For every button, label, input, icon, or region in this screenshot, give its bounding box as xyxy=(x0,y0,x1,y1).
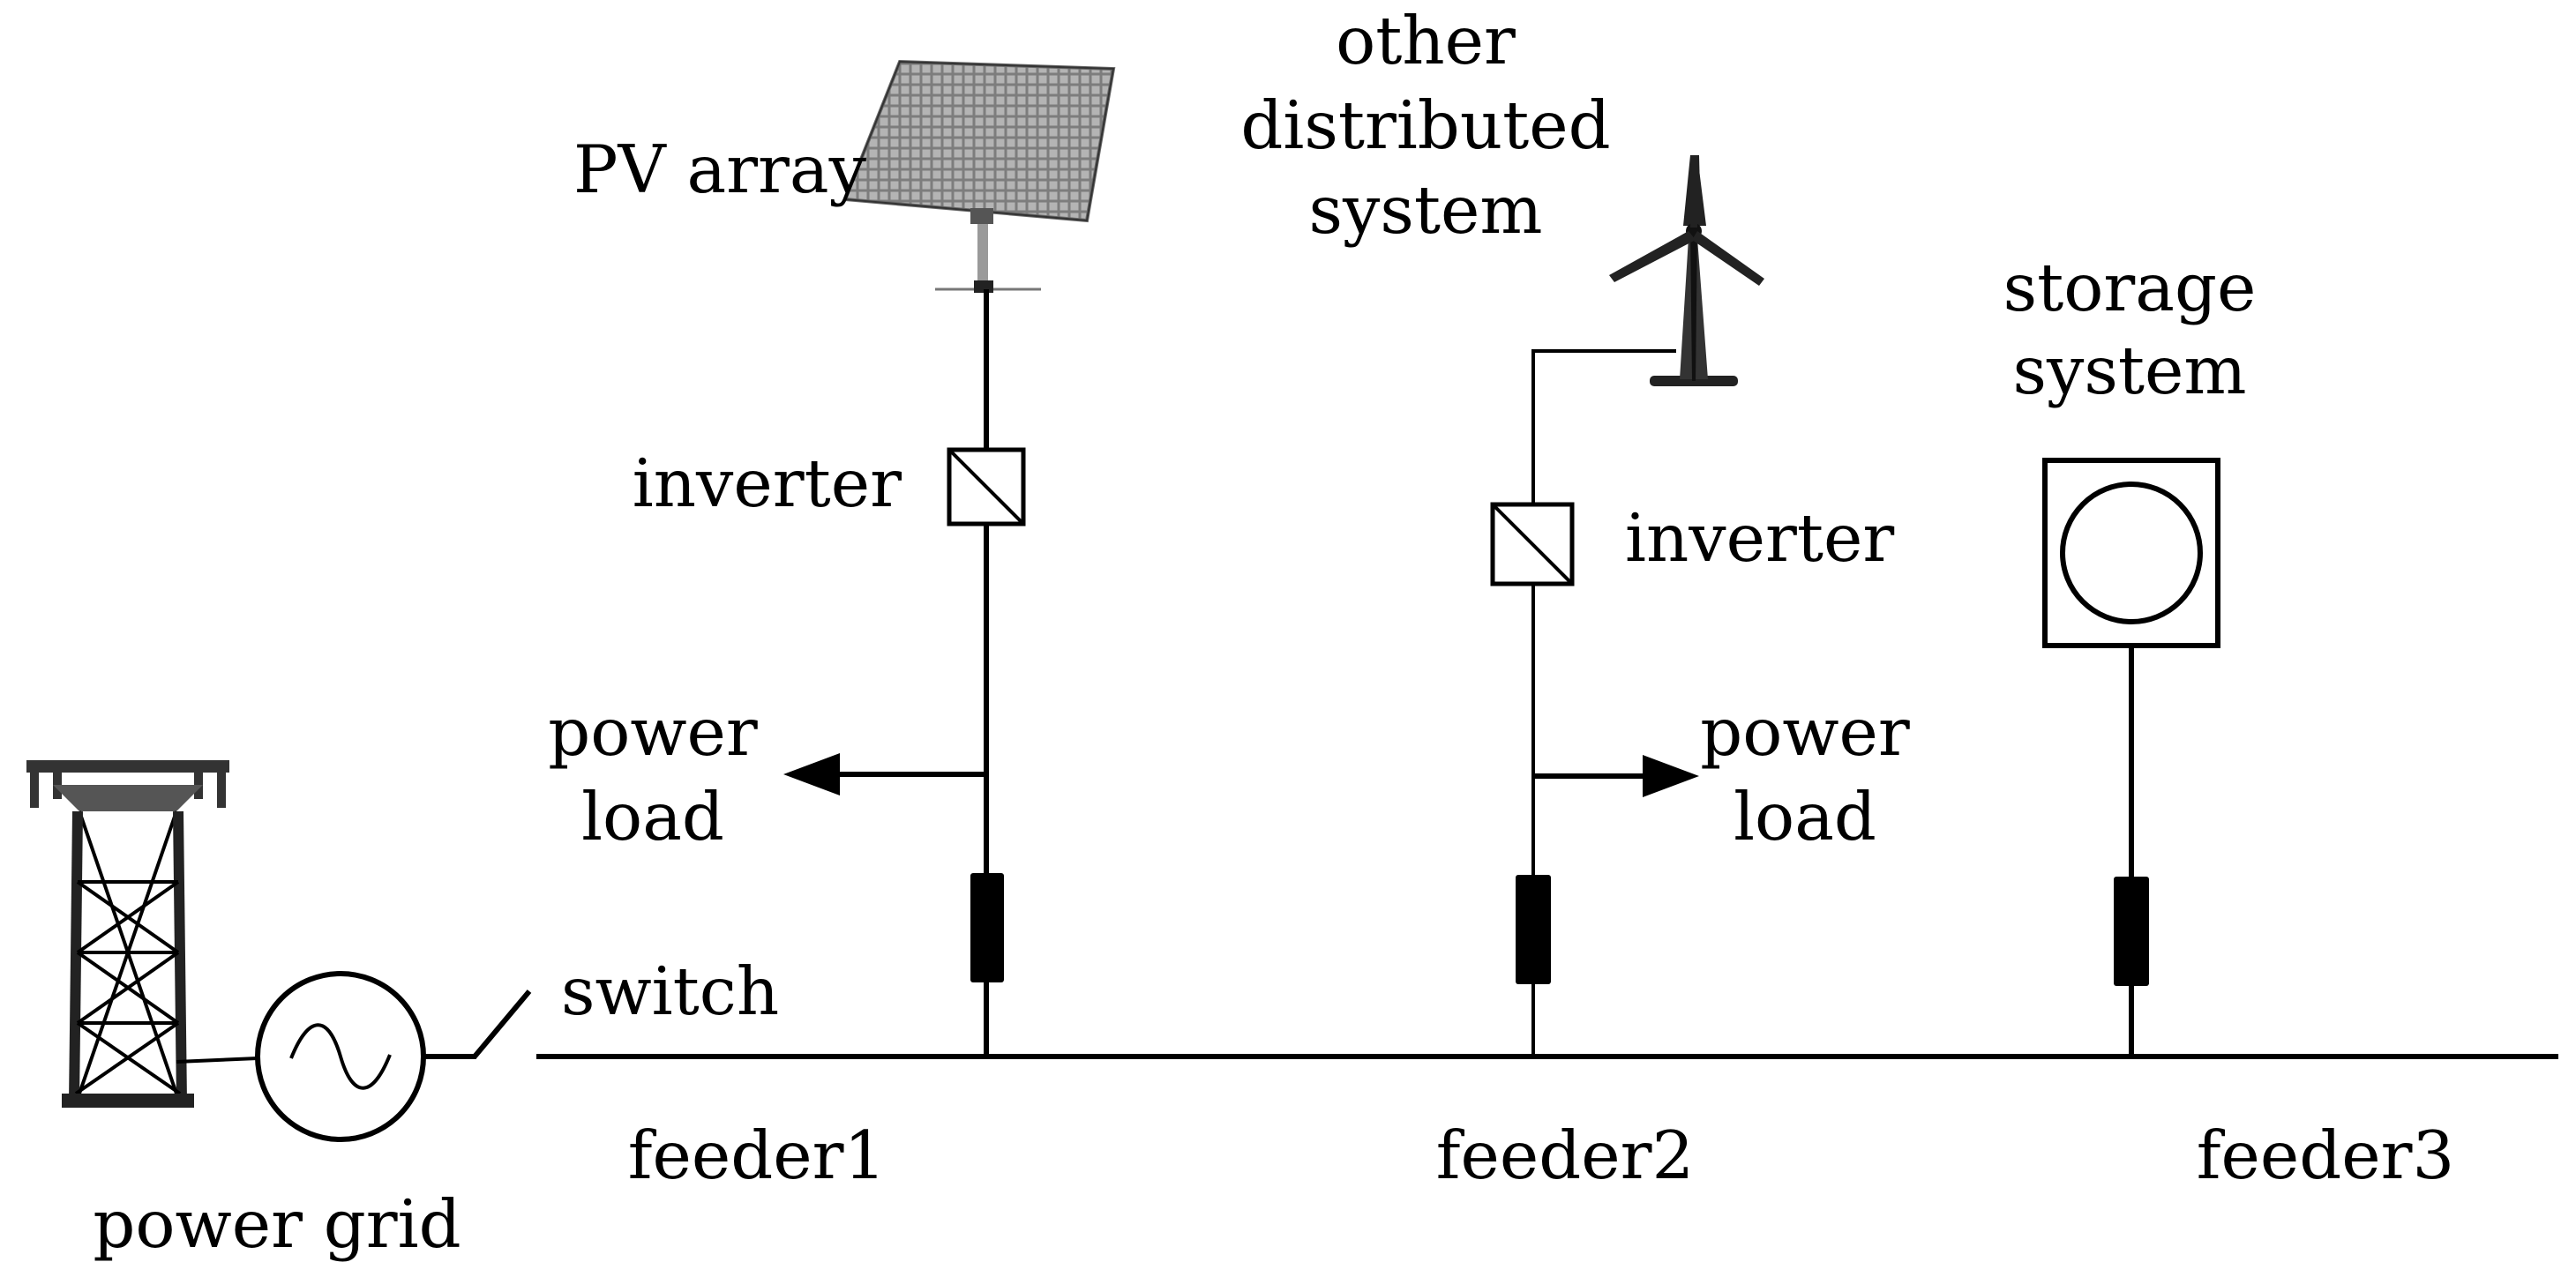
storage-system-label-line1: storage xyxy=(2003,249,2257,326)
pv-array-label: PV array xyxy=(573,131,867,208)
arrowhead-right xyxy=(1643,755,1699,797)
power-load-label-2-line2: load xyxy=(1734,778,1876,855)
switch-icon[interactable] xyxy=(472,989,532,1058)
wind-turbine-icon xyxy=(1609,155,1764,386)
transmission-tower-icon xyxy=(26,760,229,1108)
breaker-icon xyxy=(1516,875,1551,984)
other-distributed-label-line3: system xyxy=(1309,171,1543,249)
other-distributed-label-line2: distributed xyxy=(1240,86,1610,164)
feeder3-label: feeder3 xyxy=(2197,1116,2455,1194)
inverter-label-2: inverter xyxy=(1625,499,1894,577)
power-load-label-1-line2: load xyxy=(581,778,724,855)
power-load-label-2-line1: power xyxy=(1700,693,1910,771)
arrowhead-left xyxy=(783,753,840,795)
feeder2-label: feeder2 xyxy=(1436,1116,1695,1194)
tower-connection-line xyxy=(176,1057,258,1064)
inverter-label-1: inverter xyxy=(633,444,902,522)
storage-system-label-line2: system xyxy=(2013,332,2247,409)
inverter-icon xyxy=(1490,502,1575,586)
power-load-label-1-line1: power xyxy=(548,693,758,771)
other-distributed-label-line1: other xyxy=(1336,2,1516,79)
breaker-icon xyxy=(2114,877,2149,986)
breaker-icon xyxy=(970,873,1004,982)
power-grid-label: power grid xyxy=(93,1185,461,1263)
feeder1-label: feeder1 xyxy=(628,1116,887,1194)
switch-label: switch xyxy=(561,952,779,1030)
ac-source-icon xyxy=(255,971,426,1142)
wind-connection-line xyxy=(1531,349,1676,1057)
inverter-icon xyxy=(947,447,1026,526)
storage-unit-icon xyxy=(2042,458,2220,648)
solar-panel-icon xyxy=(842,59,1116,293)
